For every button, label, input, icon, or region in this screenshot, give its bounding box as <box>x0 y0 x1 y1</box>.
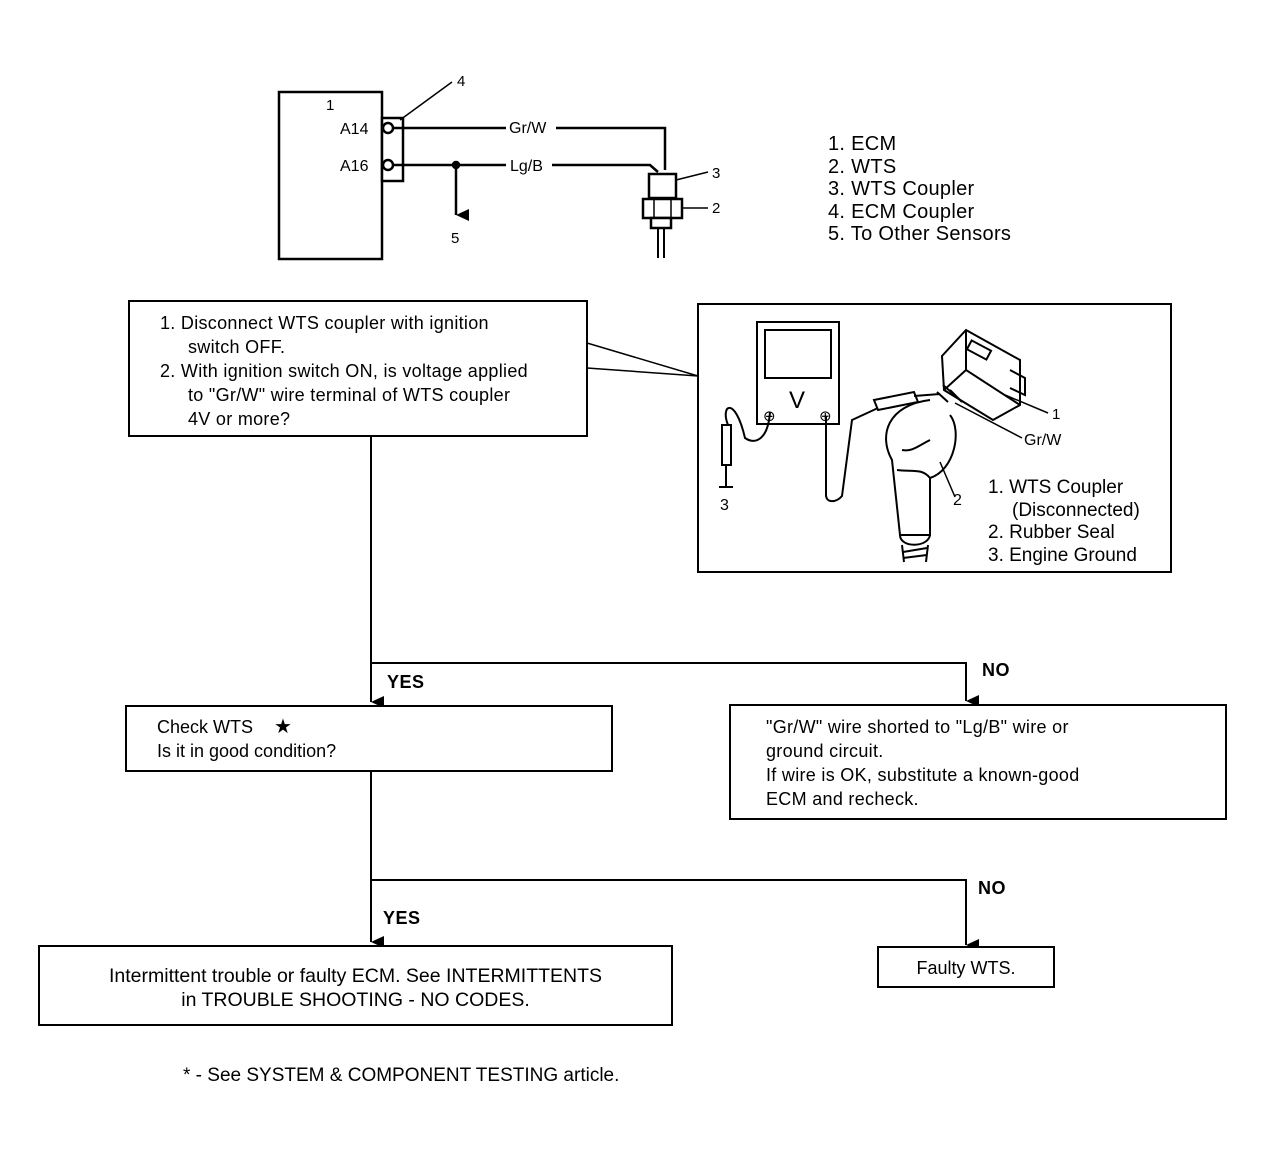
step2-check-text: Check WTS <box>157 717 254 737</box>
legend-item: 1. ECM <box>828 133 897 155</box>
pin-a14-terminal <box>381 121 395 135</box>
step1-line: 4V or more? <box>188 409 291 429</box>
wts-coupler-drawing <box>936 328 1026 422</box>
gr-w-wire <box>393 126 667 170</box>
callout-pointer <box>586 342 699 377</box>
pin-a16-label: A16 <box>340 158 369 175</box>
star-icon: ★ <box>274 716 292 738</box>
illustration-legend: 1. WTS Coupler (Disconnected) 2. Rubber … <box>988 477 1140 567</box>
step1-no-branch <box>371 662 979 707</box>
legend-item: 4. ECM Coupler <box>828 200 975 223</box>
step1-yes-label: YES <box>387 672 425 692</box>
callout-2-label: 2 <box>953 492 962 509</box>
wire-gr-w-label: Gr/W <box>509 120 547 137</box>
schematic-legend: 1. ECM 2. WTS 3. WTS Coupler 4. ECM Coup… <box>828 133 1011 246</box>
no-result-1-line: ground circuit. <box>766 741 884 761</box>
callout-2-leader <box>939 461 956 498</box>
illustration-labels: V ⊖ ⊕ 1 Gr/W 2 3 <box>720 387 1062 514</box>
probe-tip <box>913 393 941 397</box>
illustration-legend-item: 3. Engine Ground <box>988 544 1137 566</box>
no-result-2-text: Faulty WTS. <box>916 958 1016 978</box>
illustration-frame <box>697 303 1172 573</box>
step2-line: Is it in good condition? <box>157 741 337 761</box>
illustration-legend-item: (Disconnected) <box>1012 499 1140 521</box>
coupler-leader-line <box>399 81 453 121</box>
step1-question-box: 1. Disconnect WTS coupler with ignition … <box>128 300 588 437</box>
step2-yes-label: YES <box>383 908 421 928</box>
no-result-box-2: Faulty WTS. <box>877 946 1055 988</box>
wts-coupler-number: 3 <box>712 165 720 182</box>
no-result-1-line: If wire is OK, substitute a known-good <box>766 765 1080 785</box>
callout-wire-leader <box>954 402 1023 439</box>
ground-clip <box>721 424 732 466</box>
legend-item: 3. WTS Coupler <box>828 178 975 200</box>
ecm-coupler-number: 4 <box>457 73 465 90</box>
positive-probe-lead <box>825 407 879 503</box>
step2-no-label: NO <box>978 878 1006 898</box>
callout-3-label: 3 <box>720 497 729 514</box>
step1-line: to "Gr/W" wire terminal of WTS coupler <box>188 385 511 405</box>
footnote: * - See SYSTEM & COMPONENT TESTING artic… <box>183 1065 620 1086</box>
wts-coupler-leader <box>675 171 709 181</box>
step2-question-box: Check WTS ★ Is it in good condition? <box>125 705 613 772</box>
no-result-1-line: ECM and recheck. <box>766 789 919 809</box>
no-result-box-1: "Gr/W" wire shorted to "Lg/B" wire or gr… <box>729 704 1227 820</box>
step1-line: switch OFF. <box>188 337 286 357</box>
voltmeter <box>756 321 840 425</box>
step1-line: 2. With ignition switch ON, is voltage a… <box>160 361 528 381</box>
ecm-block <box>277 90 384 261</box>
yes-result-box-2: Intermittent trouble or faulty ECM. See … <box>38 945 673 1026</box>
lg-b-wire <box>393 163 659 173</box>
negative-probe-lead <box>724 406 771 442</box>
callout-gr-w-label: Gr/W <box>1024 432 1062 449</box>
step2-no-branch <box>371 879 979 951</box>
legend-item: 2. WTS <box>828 155 897 178</box>
wiring-schematic <box>277 81 709 261</box>
wire-lg-b-label: Lg/B <box>510 158 543 175</box>
callout-1-label: 1 <box>1052 406 1060 423</box>
rubber-seal-drawing <box>885 399 957 563</box>
step1-no-label: NO <box>982 660 1010 680</box>
wts-number: 2 <box>712 200 720 217</box>
no-result-1-line: "Gr/W" wire shorted to "Lg/B" wire or <box>766 717 1069 737</box>
test-probe <box>872 390 920 412</box>
legend-item: 5. To Other Sensors <box>828 223 1012 245</box>
yes-result-2-line: in TROUBLE SHOOTING - NO CODES. <box>181 989 530 1011</box>
other-sensors-number: 5 <box>451 230 459 247</box>
schematic-labels: 1 4 A14 A16 Gr/W Lg/B 3 2 5 <box>326 73 720 247</box>
pin-a14-label: A14 <box>340 121 369 138</box>
ecm-number: 1 <box>326 97 334 114</box>
wts-sensor <box>641 172 684 258</box>
meter-minus-terminal: ⊖ <box>763 408 776 425</box>
callout-1-leader <box>1004 394 1049 414</box>
yes-result-2-line: Intermittent trouble or faulty ECM. See … <box>108 965 603 987</box>
flow-connectors <box>370 436 979 951</box>
meter-v-symbol: V <box>789 387 805 414</box>
engine-ground-symbol <box>719 465 733 488</box>
illustration-legend-item: 1. WTS Coupler <box>988 477 1124 498</box>
voltmeter-illustration <box>719 321 1049 563</box>
pin-a16-terminal <box>381 158 395 172</box>
step2-line: Check WTS ★ <box>157 715 611 739</box>
meter-plus-terminal: ⊕ <box>819 408 832 425</box>
step1-line: 1. Disconnect WTS coupler with ignition <box>160 313 489 333</box>
illustration-legend-item: 2. Rubber Seal <box>988 522 1115 543</box>
